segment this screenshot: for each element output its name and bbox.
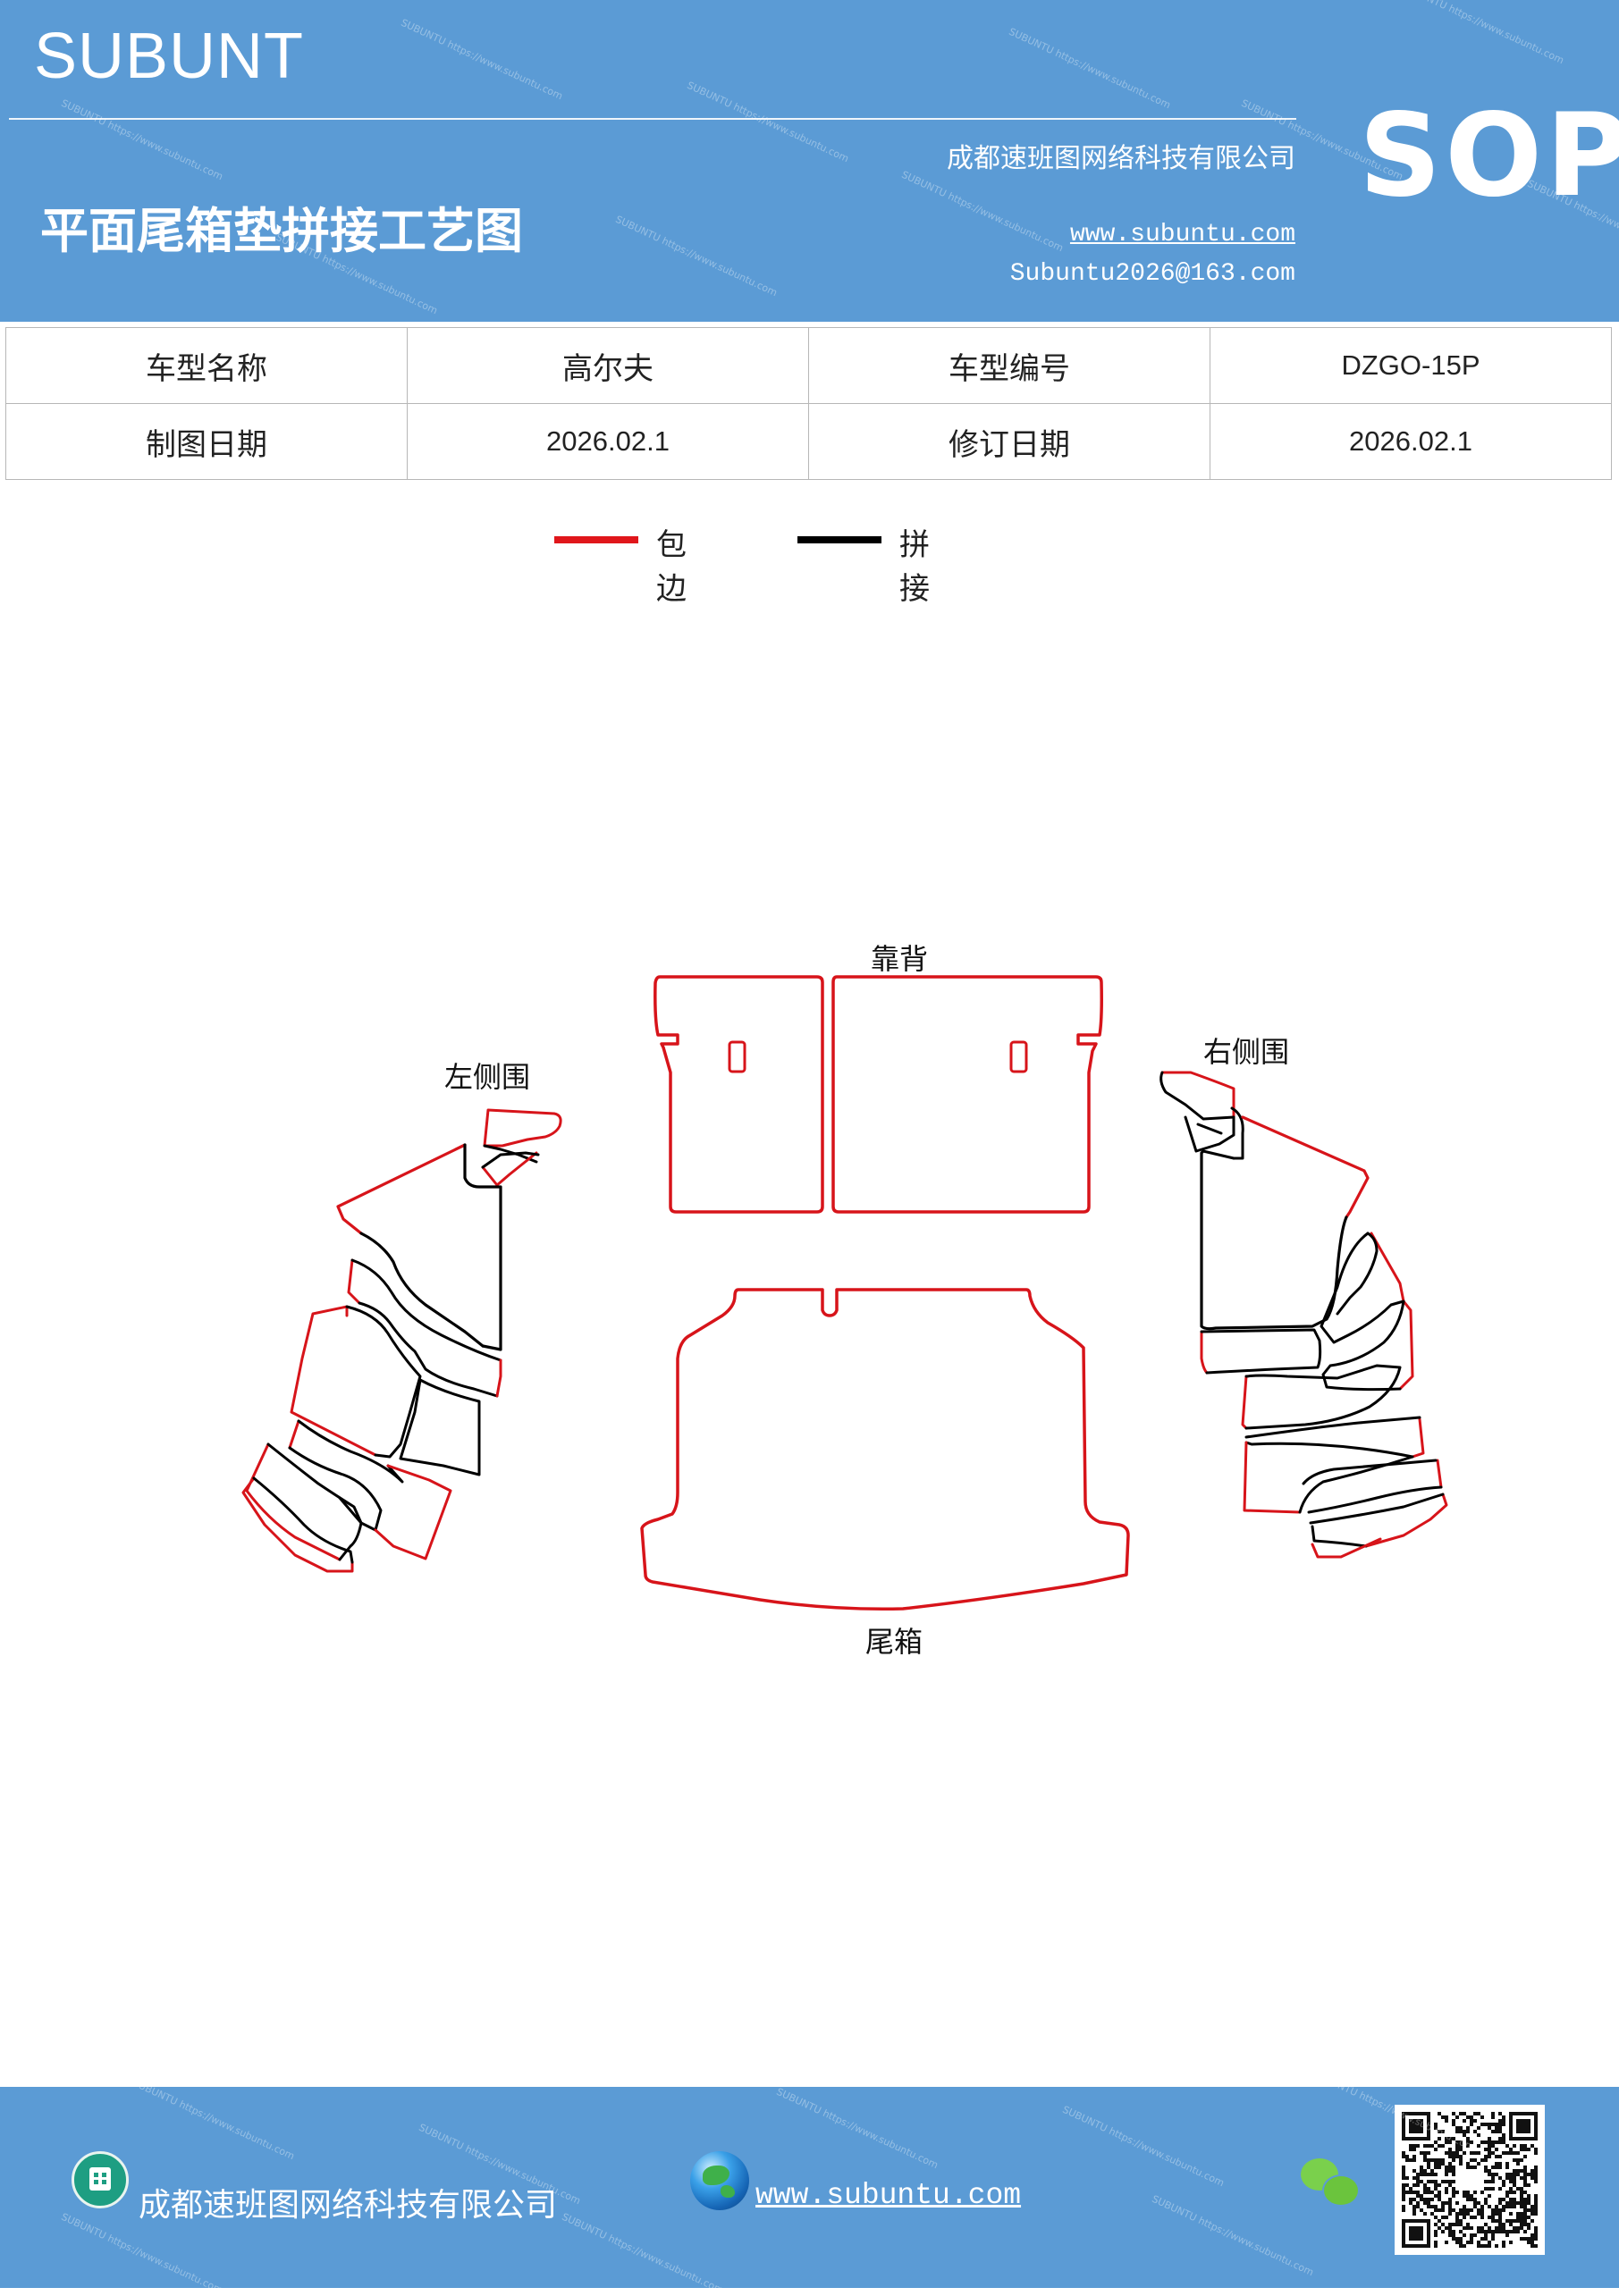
label-model-name: 车型名称 xyxy=(5,327,408,404)
watermark-text: SUBUNTU https://www.subuntu.com xyxy=(899,168,1066,255)
watermark-text: SUBUNTU https://www.subuntu.com xyxy=(685,79,851,165)
watermark-text: SUBUNTU https://www.subuntu.com xyxy=(59,97,225,183)
legend-edge: 包边 xyxy=(554,518,687,607)
value-model-name: 高尔夫 xyxy=(407,327,809,404)
watermark-text: SUBUNTU https://www.subuntu.com xyxy=(399,16,565,103)
right-side-panels xyxy=(1159,1071,1448,1559)
header-banner: SUBUNT 平面尾箱垫拼接工艺图 成都速班图网络科技有限公司 www.subu… xyxy=(0,0,1619,322)
building-icon xyxy=(72,2151,129,2208)
label-revision-date: 修订日期 xyxy=(808,403,1210,480)
footer-website-link[interactable]: www.subuntu.com xyxy=(755,2179,1022,2212)
legend-edge-label: 包边 xyxy=(656,527,687,607)
watermark-text: SUBUNTU https://www.subuntu.com xyxy=(1400,0,1566,67)
vehicle-info-table: 车型名称 高尔夫 车型编号 DZGO-15P 制图日期 2026.02.1 修订… xyxy=(5,327,1612,480)
label-draw-date: 制图日期 xyxy=(5,403,408,480)
table-row: 车型名称 高尔夫 车型编号 DZGO-15P xyxy=(5,327,1612,404)
document-title: 平面尾箱垫拼接工艺图 xyxy=(40,203,523,259)
watermark-text: SUBUNTU https://www.subuntu.com xyxy=(774,2085,940,2172)
qr-code xyxy=(1395,2105,1545,2255)
wechat-icon[interactable] xyxy=(1301,2158,1360,2212)
website-link[interactable]: www.subuntu.com xyxy=(1069,221,1295,248)
value-draw-date: 2026.02.1 xyxy=(407,403,809,480)
value-model-code: DZGO-15P xyxy=(1210,327,1612,404)
globe-icon xyxy=(690,2151,749,2210)
header-divider xyxy=(9,118,1296,120)
left-side-panels xyxy=(241,1108,562,1573)
backrest-right-panel xyxy=(831,975,1103,1214)
company-name: 成都速班图网络科技有限公司 xyxy=(947,143,1295,174)
label-trunk: 尾箱 xyxy=(865,1625,923,1659)
trunk-floor-panel xyxy=(640,1288,1130,1611)
table-row: 制图日期 2026.02.1 修订日期 2026.02.1 xyxy=(5,403,1612,480)
watermark-text: SUBUNTU https://www.subuntu.com xyxy=(1007,25,1173,112)
brand-name: SUBUNT xyxy=(34,21,305,92)
label-backrest: 靠背 xyxy=(871,942,929,976)
watermark-text: SUBUNTU https://www.subuntu.com xyxy=(1150,2192,1316,2279)
label-model-code: 车型编号 xyxy=(808,327,1210,404)
value-revision-date: 2026.02.1 xyxy=(1210,403,1612,480)
qr-code-pattern xyxy=(1402,2112,1538,2248)
email-address: Subuntu2026@163.com xyxy=(1009,260,1295,288)
label-left-side: 左侧围 xyxy=(444,1060,531,1094)
label-right-side: 右侧围 xyxy=(1203,1035,1290,1069)
legend-seam-swatch xyxy=(797,536,881,543)
legend-edge-swatch xyxy=(554,536,638,543)
legend-seam: 拼接 xyxy=(797,518,930,607)
watermark-text: SUBUNTU https://www.subuntu.com xyxy=(613,213,780,299)
sop-mark: SOP xyxy=(1359,89,1619,223)
legend-seam-label: 拼接 xyxy=(899,527,930,607)
watermark-text: SUBUNTU https://www.subuntu.com xyxy=(131,2076,297,2163)
trunk-mat-diagram xyxy=(241,975,1448,1611)
footer-banner: 成都速班图网络科技有限公司 www.subuntu.com SUBUNTU ht… xyxy=(0,2068,1619,2296)
footer-company-name: 成都速班图网络科技有限公司 xyxy=(139,2187,558,2224)
watermark-text: SUBUNTU https://www.subuntu.com xyxy=(560,2210,726,2296)
backrest-left-panel xyxy=(654,975,824,1214)
watermark-text: SUBUNTU https://www.subuntu.com xyxy=(1060,2103,1227,2190)
